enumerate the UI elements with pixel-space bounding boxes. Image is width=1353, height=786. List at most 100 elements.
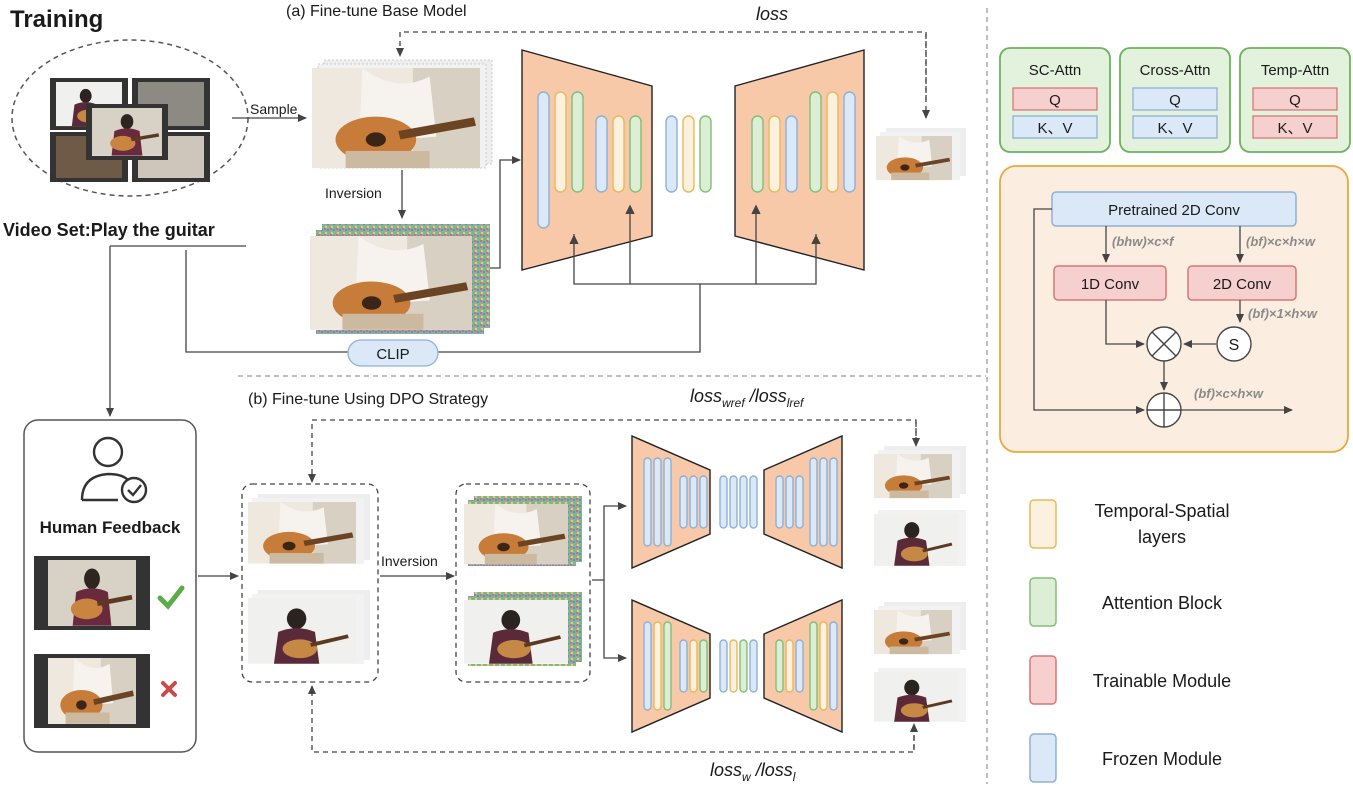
attn-module-title: Cross-Attn xyxy=(1140,62,1211,79)
frozen-layer xyxy=(699,475,708,529)
section-b-title: (b) Fine-tune Using DPO Strategy xyxy=(248,391,488,408)
unet-a xyxy=(521,49,865,290)
attention-layer xyxy=(809,621,818,711)
attn-kv-label: K、V xyxy=(1277,120,1312,137)
frozen-layer xyxy=(719,639,728,693)
temporal-layer xyxy=(819,621,828,711)
noised-clip xyxy=(310,224,490,334)
legend-label: Temporal-Spatial xyxy=(1094,501,1229,521)
temporal-layer xyxy=(768,115,781,193)
reference-unet xyxy=(631,434,843,570)
dim-out: (bf)×c×h×w xyxy=(1194,386,1264,401)
pretrained-label: Pretrained 2D Conv xyxy=(1108,202,1240,219)
frozen-layer xyxy=(739,475,748,529)
output-b-ref-lose xyxy=(874,510,966,566)
frozen-layer xyxy=(785,475,794,529)
temporal-layer xyxy=(554,91,567,193)
rejected-clip xyxy=(34,654,150,728)
cross-icon xyxy=(161,681,177,697)
frozen-layer xyxy=(809,457,818,547)
legend-swatch xyxy=(1029,577,1057,627)
dim-right: (bf)×c×h×w xyxy=(1246,234,1316,249)
dpo-clip-lose xyxy=(248,590,370,664)
attention-layer xyxy=(663,621,672,711)
attention-layer xyxy=(809,91,822,193)
film-strip-icon xyxy=(50,78,210,182)
dpo-noised-win xyxy=(464,496,582,566)
frozen-layer xyxy=(643,457,652,547)
frozen-layer xyxy=(537,91,550,229)
conv-module: Pretrained 2D Conv 1D Conv 2D Conv (bhw)… xyxy=(999,165,1349,453)
frozen-layer xyxy=(679,475,688,529)
frozen-layer xyxy=(653,457,662,547)
legend-item-trainable: Trainable Module xyxy=(1029,655,1231,705)
temporal-layer xyxy=(612,115,625,193)
temporal-layer xyxy=(682,115,695,193)
frozen-layer xyxy=(729,475,738,529)
frozen-layer xyxy=(595,115,608,193)
video-set-label: Video Set:Play the guitar xyxy=(3,220,215,240)
attn-kv-label: K、V xyxy=(1037,120,1072,137)
frozen-layer xyxy=(795,639,804,693)
inversion-label-a: Inversion xyxy=(325,185,382,201)
temporal-layer xyxy=(729,639,738,693)
frozen-layer xyxy=(749,475,758,529)
attn-q-label: Q xyxy=(1049,92,1061,109)
output-b-ref-win xyxy=(874,446,966,499)
legend-swatch xyxy=(1029,733,1057,783)
conv-1d xyxy=(1053,265,1167,301)
frozen-layer xyxy=(843,91,856,193)
attention-layer xyxy=(571,91,584,193)
conv1d-label: 1D Conv xyxy=(1081,276,1140,293)
attention-layer xyxy=(699,639,708,693)
legend-label: layers xyxy=(1138,527,1186,547)
frozen-layer xyxy=(785,115,798,193)
arrow-to-unet-a xyxy=(490,156,521,269)
temporal-layer xyxy=(826,91,839,193)
dim-s: (bf)×1×h×w xyxy=(1248,306,1318,321)
attn-q-label: Q xyxy=(1169,92,1181,109)
attn-module-title: Temp-Attn xyxy=(1261,62,1329,79)
legend-label: Frozen Module xyxy=(1102,749,1222,769)
frozen-layer xyxy=(829,457,838,547)
attention-layer xyxy=(699,115,712,193)
loss-label: loss xyxy=(756,4,788,24)
preferred-clip xyxy=(34,556,150,630)
dpo-noised-lose xyxy=(464,592,582,666)
temporal-layer xyxy=(689,639,698,693)
training-title: Training xyxy=(10,6,103,33)
inversion-label-b: Inversion xyxy=(381,553,438,569)
person-check-icon xyxy=(80,436,148,504)
legend-swatch xyxy=(1029,655,1057,705)
conv-2d xyxy=(1187,265,1297,301)
clip-label: CLIP xyxy=(376,346,409,363)
temporal-layer xyxy=(653,621,662,711)
frozen-layer xyxy=(795,475,804,529)
attn-kv-label: K、V xyxy=(1157,120,1192,137)
frozen-layer xyxy=(689,475,698,529)
legend-label: Attention Block xyxy=(1102,593,1223,613)
loss-bottom-b: lossw /lossl xyxy=(710,760,796,784)
dim-left: (bhw)×c×f xyxy=(1112,234,1175,249)
frozen-layer xyxy=(679,639,688,693)
dpo-clip-win xyxy=(248,494,370,564)
legend-item-temporal: Temporal-Spatial layers xyxy=(1029,499,1230,549)
attention-layer xyxy=(739,639,748,693)
frozen-layer xyxy=(665,115,678,193)
frozen-layer xyxy=(719,475,728,529)
check-icon xyxy=(157,585,185,610)
frozen-layer xyxy=(775,475,784,529)
legend-item-attention: Attention Block xyxy=(1029,577,1223,627)
legend-swatch xyxy=(1029,499,1057,549)
output-b-lose xyxy=(874,668,966,722)
frozen-layer xyxy=(829,621,838,711)
attention-layer xyxy=(775,639,784,693)
temporal-layer xyxy=(785,639,794,693)
attn-module-title: SC-Attn xyxy=(1029,62,1082,79)
training-unet xyxy=(631,598,843,734)
frozen-layer xyxy=(663,457,672,547)
output-b-win xyxy=(874,602,966,655)
